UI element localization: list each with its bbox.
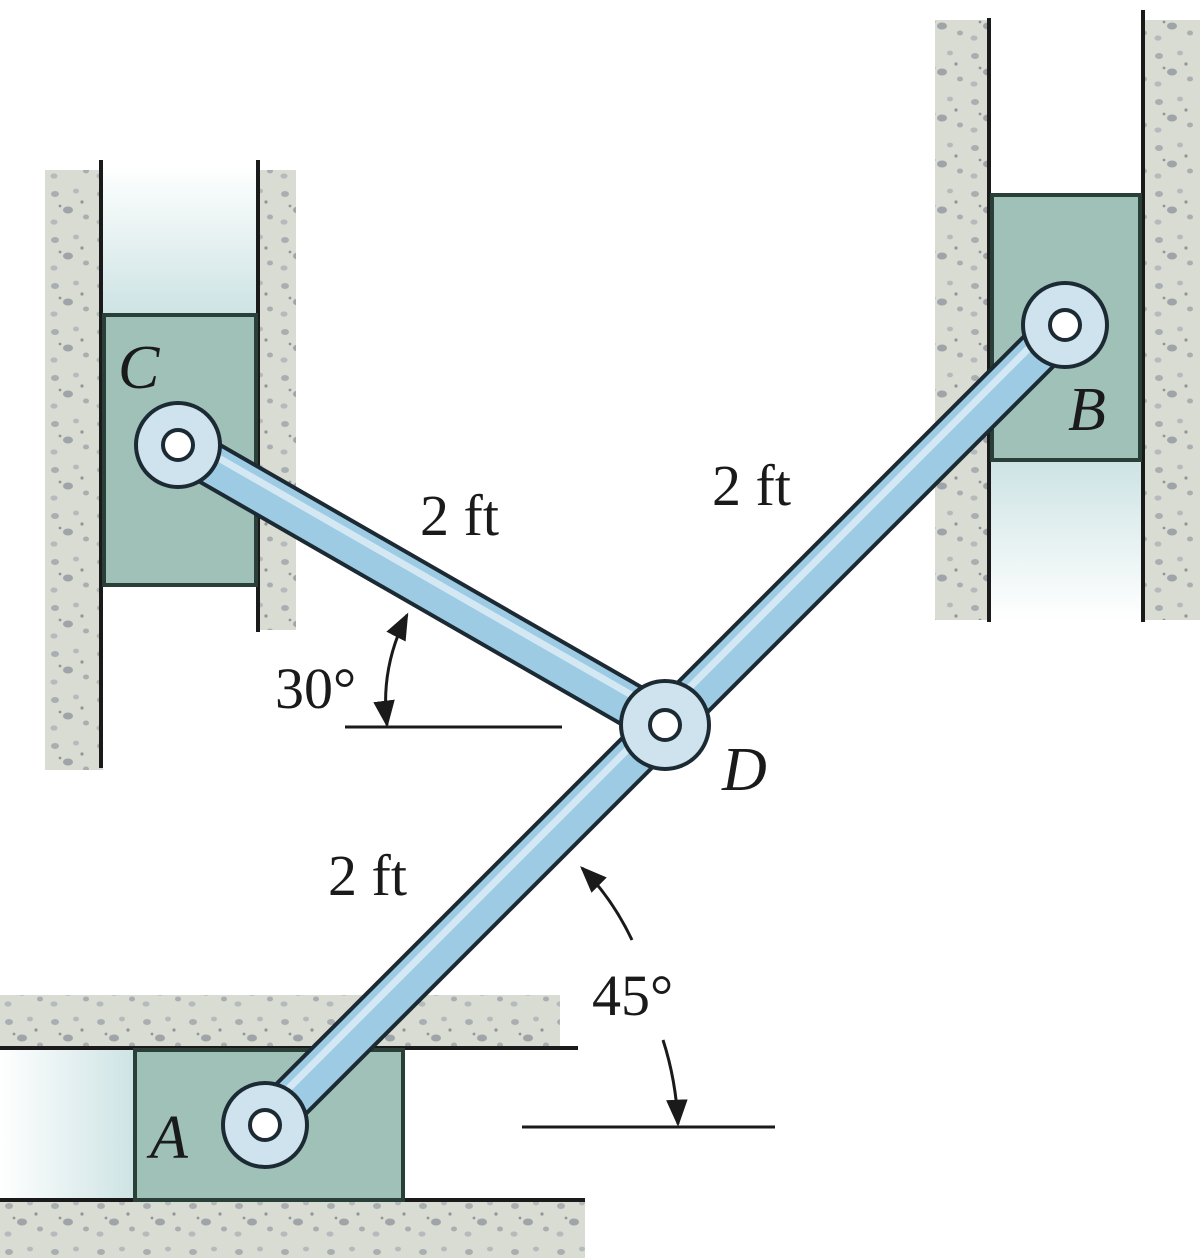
angle-arc-45-lower <box>661 1039 688 1127</box>
link-ad-highlight <box>259 714 663 1118</box>
link-cd-highlight <box>180 433 670 720</box>
dimension-db: 2 ft <box>712 453 791 518</box>
links <box>155 302 1088 1148</box>
ground-b-right <box>1143 20 1200 620</box>
pin-d <box>619 679 711 771</box>
slot-a <box>0 1050 135 1200</box>
slider-block-b <box>990 193 1142 462</box>
angle-arc-30 <box>373 612 409 728</box>
dimension-cd: 2 ft <box>420 483 499 548</box>
pin-c <box>134 401 222 489</box>
guide-b <box>935 10 1200 622</box>
angle-label-30: 30° <box>275 656 356 721</box>
pin-a <box>221 1081 309 1169</box>
label-point-b: B <box>1068 376 1106 444</box>
link-ad <box>246 706 684 1144</box>
pin-b <box>1021 281 1109 369</box>
slot-c <box>103 165 256 315</box>
label-point-a: A <box>146 1104 189 1172</box>
dimension-ad: 2 ft <box>328 843 407 908</box>
link-db <box>646 306 1084 744</box>
ground-a-bottom <box>0 1202 585 1258</box>
ground-a-top <box>0 995 560 1047</box>
angle-label-45: 45° <box>592 963 673 1028</box>
label-point-d: D <box>721 736 767 804</box>
ground-b-left <box>935 20 990 620</box>
ground-c-left <box>45 170 103 770</box>
ground-c-right <box>256 170 296 630</box>
link-db-highlight <box>657 314 1063 720</box>
link-cd <box>159 426 684 744</box>
slot-b <box>991 460 1141 620</box>
label-point-c: C <box>118 334 160 402</box>
guide-a <box>0 995 585 1258</box>
angle-arc-45-upper <box>580 866 634 941</box>
